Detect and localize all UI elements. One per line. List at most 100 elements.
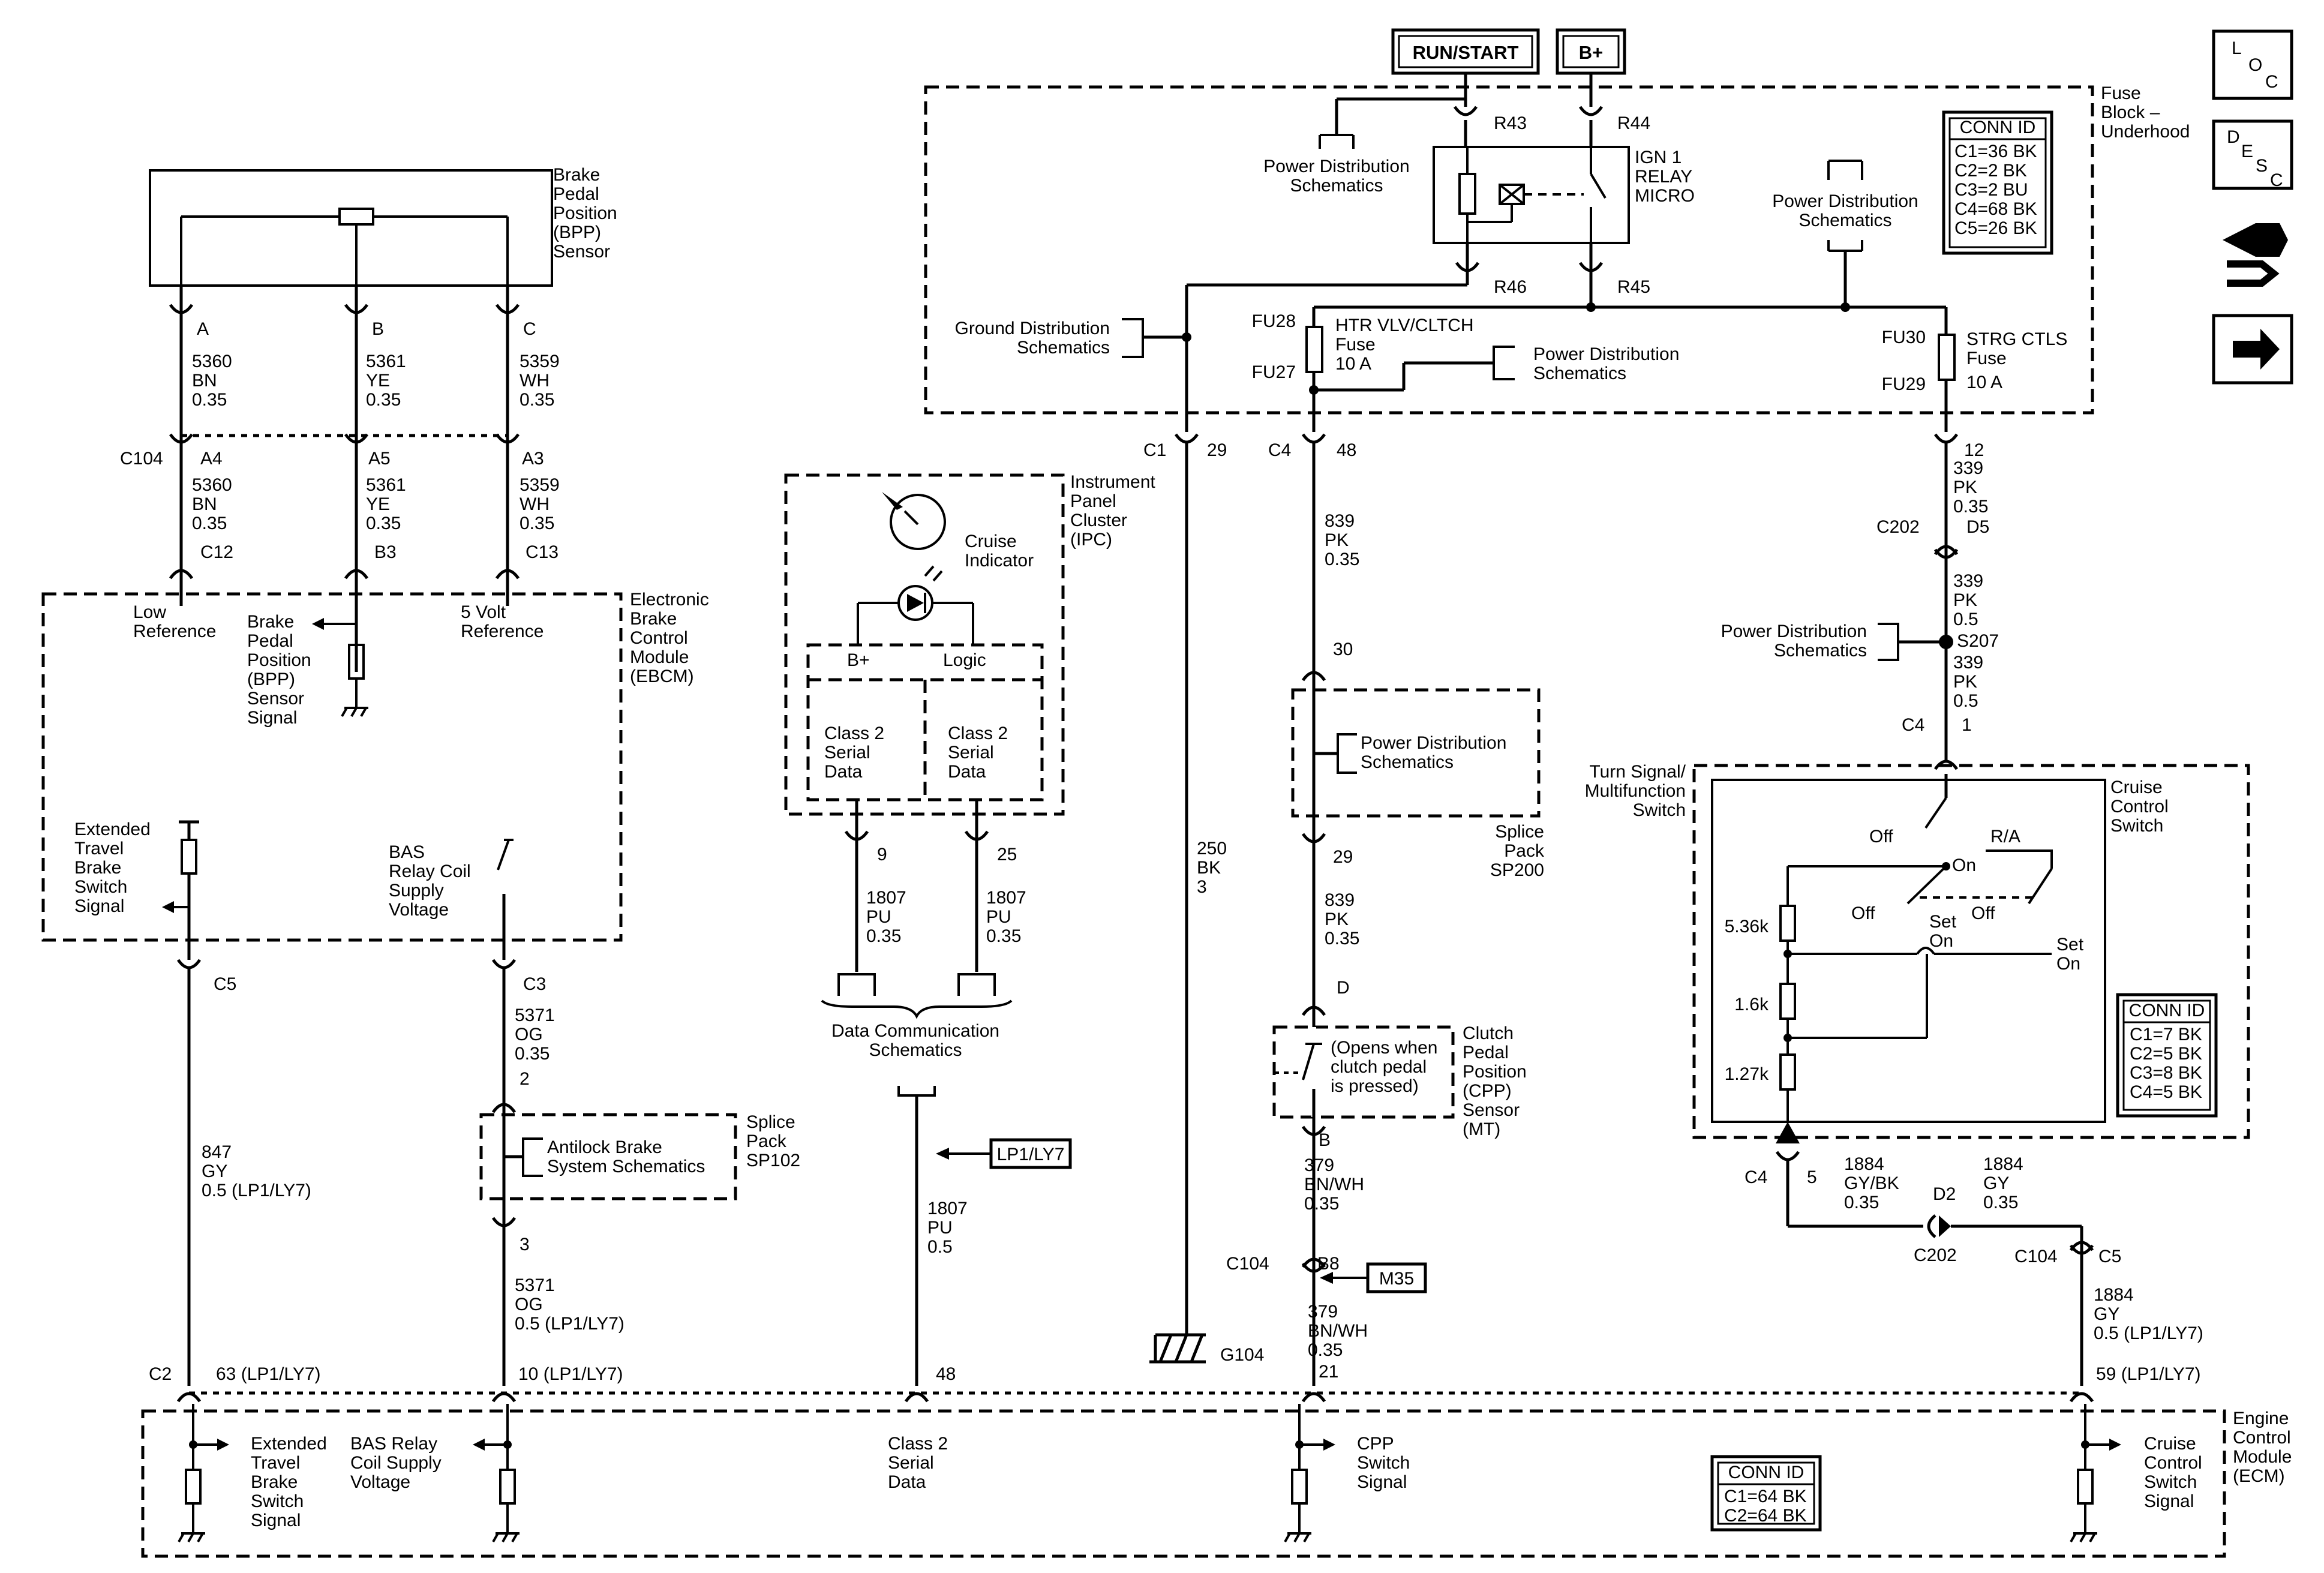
ipc-class2-a-3: Data xyxy=(824,762,863,782)
wire-1807-b-2: PU xyxy=(986,907,1011,927)
sp102-pin-2: 2 xyxy=(520,1069,530,1089)
ipc-cruise-1: Cruise xyxy=(965,532,1017,551)
wire-1807-c-3: 0.5 xyxy=(927,1237,953,1257)
fuse-block-title-2: Block – xyxy=(2101,103,2160,122)
wire-339-c-1: 339 xyxy=(1953,653,1983,673)
wire-5371-b-3: 0.5 (LP1/LY7) xyxy=(515,1314,624,1334)
bpp-pin-b: B xyxy=(372,319,384,339)
cpp-title-2: Pedal xyxy=(1463,1043,1509,1062)
wire-339-c-2: PK xyxy=(1953,672,1977,692)
wire-5359-a-2: WH xyxy=(520,371,550,391)
ebcm-pin-c13: C13 xyxy=(526,542,559,562)
fu27: FU27 xyxy=(1252,362,1296,382)
sp102-title-2: Pack xyxy=(746,1131,787,1151)
ipc-pin-25: 25 xyxy=(997,845,1017,864)
fuse-conn-title: CONN ID xyxy=(1960,118,2036,137)
cpp-title-3: Position xyxy=(1463,1062,1527,1082)
sp102-label-1: Antilock Brake xyxy=(547,1137,662,1157)
cpp-c104: C104 xyxy=(1226,1254,1269,1274)
wire-379-b-3: 0.35 xyxy=(1308,1340,1343,1360)
next-page-icon[interactable] xyxy=(2212,314,2293,385)
ipc-cruise-2: Indicator xyxy=(965,551,1034,571)
bpp-title-4: (BPP) xyxy=(553,223,601,242)
ecm-title-3: Module xyxy=(2233,1447,2292,1467)
fuse-strg-3: 10 A xyxy=(1966,373,2002,392)
ecm-cpp-2: Switch xyxy=(1357,1453,1410,1473)
ecm-cruise-3: Switch xyxy=(2144,1472,2197,1492)
ts-conn-title: CONN ID xyxy=(2129,1001,2205,1020)
ipc-logic: Logic xyxy=(943,650,986,670)
ecm-title-1: Engine xyxy=(2233,1409,2289,1428)
gnd-pin-29: 29 xyxy=(1207,440,1227,460)
ecm-ext-1: Extended xyxy=(251,1434,327,1454)
sp200-title-2: Pack xyxy=(1504,841,1545,861)
ts-c104: C104 xyxy=(2014,1247,2058,1266)
ecm-class2-3: Data xyxy=(888,1472,926,1492)
ts-c4-b: C4 xyxy=(1744,1167,1767,1187)
res-16k: 1.6k xyxy=(1734,995,1769,1014)
ebcm-bpp-signal-5: Sensor xyxy=(247,689,304,709)
wire-847-3: 0.5 (LP1/LY7) xyxy=(202,1181,311,1200)
sp200-label-2: Schematics xyxy=(1361,752,1454,772)
wire-250-2: BK xyxy=(1197,858,1221,878)
wire-379-a-3: 0.35 xyxy=(1304,1194,1339,1214)
cpp-opens-2: clutch pedal xyxy=(1331,1057,1427,1077)
fu29: FU29 xyxy=(1882,374,1926,394)
ebcm-ext-travel-5: Signal xyxy=(74,896,124,916)
wire-1884-a-2: GY/BK xyxy=(1844,1173,1899,1193)
ebcm-ext-travel-1: Extended xyxy=(74,819,151,839)
data-comm-2: Schematics xyxy=(869,1040,962,1060)
ts-conn-c3: C3=8 BK xyxy=(2130,1063,2202,1083)
ts-pin-5: 5 xyxy=(1807,1167,1817,1187)
wire-839-b-1: 839 xyxy=(1325,890,1355,910)
wire-5361-b-1: 5361 xyxy=(366,475,406,495)
ebcm-low-ref-2: Reference xyxy=(133,622,216,641)
pwr-dist-fu27-2: Schematics xyxy=(1533,364,1626,383)
wire-1884-c-2: GY xyxy=(2094,1304,2119,1324)
relay-label-3: MICRO xyxy=(1635,186,1695,206)
ipc-pin-9: 9 xyxy=(877,845,887,864)
wire-1807-c-1: 1807 xyxy=(927,1199,968,1218)
wire-839-a-2: PK xyxy=(1325,530,1349,550)
ipc-class2-b-3: Data xyxy=(948,762,986,782)
cpp-opens-1: (Opens when xyxy=(1331,1038,1437,1058)
wire-379-b-1: 379 xyxy=(1308,1302,1338,1322)
ebcm-module: Electronic Brake Control Module (EBCM) L… xyxy=(41,590,709,994)
pin-r44: R44 xyxy=(1617,113,1650,133)
ebcm-bas-3: Supply xyxy=(389,881,444,900)
ebcm-ext-travel-4: Switch xyxy=(74,877,127,897)
ebcm-bas-1: BAS xyxy=(389,842,425,862)
cpp-title-5: Sensor xyxy=(1463,1100,1520,1120)
cpp-pin-48: 48 xyxy=(1337,440,1356,460)
ipc-module: Instrument Panel Cluster (IPC) Cruise In… xyxy=(784,472,1155,1386)
wire-1807-b-3: 0.35 xyxy=(986,926,1021,946)
wire-5371-b-1: 5371 xyxy=(515,1275,555,1295)
ebcm-c3: C3 xyxy=(523,974,546,994)
wire-5361-a-3: 0.35 xyxy=(366,390,401,410)
ipc-title-3: Cluster xyxy=(1070,511,1127,530)
wire-5359-a-1: 5359 xyxy=(520,352,560,371)
bpp-pin-a5: A5 xyxy=(368,449,391,469)
sw-ra: R/A xyxy=(1990,827,2020,846)
pin-r46: R46 xyxy=(1494,277,1527,297)
ebcm-ext-travel-3: Brake xyxy=(74,858,121,878)
ipc-title-4: (IPC) xyxy=(1070,530,1112,550)
desc-icon[interactable]: D E S C xyxy=(2212,119,2293,190)
wire-5361-b-3: 0.35 xyxy=(366,514,401,533)
sp102-title-3: SP102 xyxy=(746,1151,800,1170)
pwr-dist-right-1: Power Distribution xyxy=(1772,191,1918,211)
loc-icon[interactable]: L O C xyxy=(2212,29,2293,100)
wire-1884-b-1: 1884 xyxy=(1983,1154,2023,1174)
bpp-c104: C104 xyxy=(120,449,163,469)
fuse-conn-c5: C5=26 BK xyxy=(1954,218,2037,238)
wire-250-3: 3 xyxy=(1197,877,1207,897)
desc-d: D xyxy=(2227,127,2240,147)
bpp-pin-a: A xyxy=(197,319,209,339)
ebcm-ext-travel-2: Travel xyxy=(74,839,124,858)
ebcm-title-2: Brake xyxy=(630,609,677,629)
ecm-bas-3: Voltage xyxy=(350,1472,410,1492)
sw-on-2: On xyxy=(1929,931,1953,951)
wire-1807-a-2: PU xyxy=(866,907,891,927)
connector-tool-icon[interactable] xyxy=(2223,223,2288,287)
